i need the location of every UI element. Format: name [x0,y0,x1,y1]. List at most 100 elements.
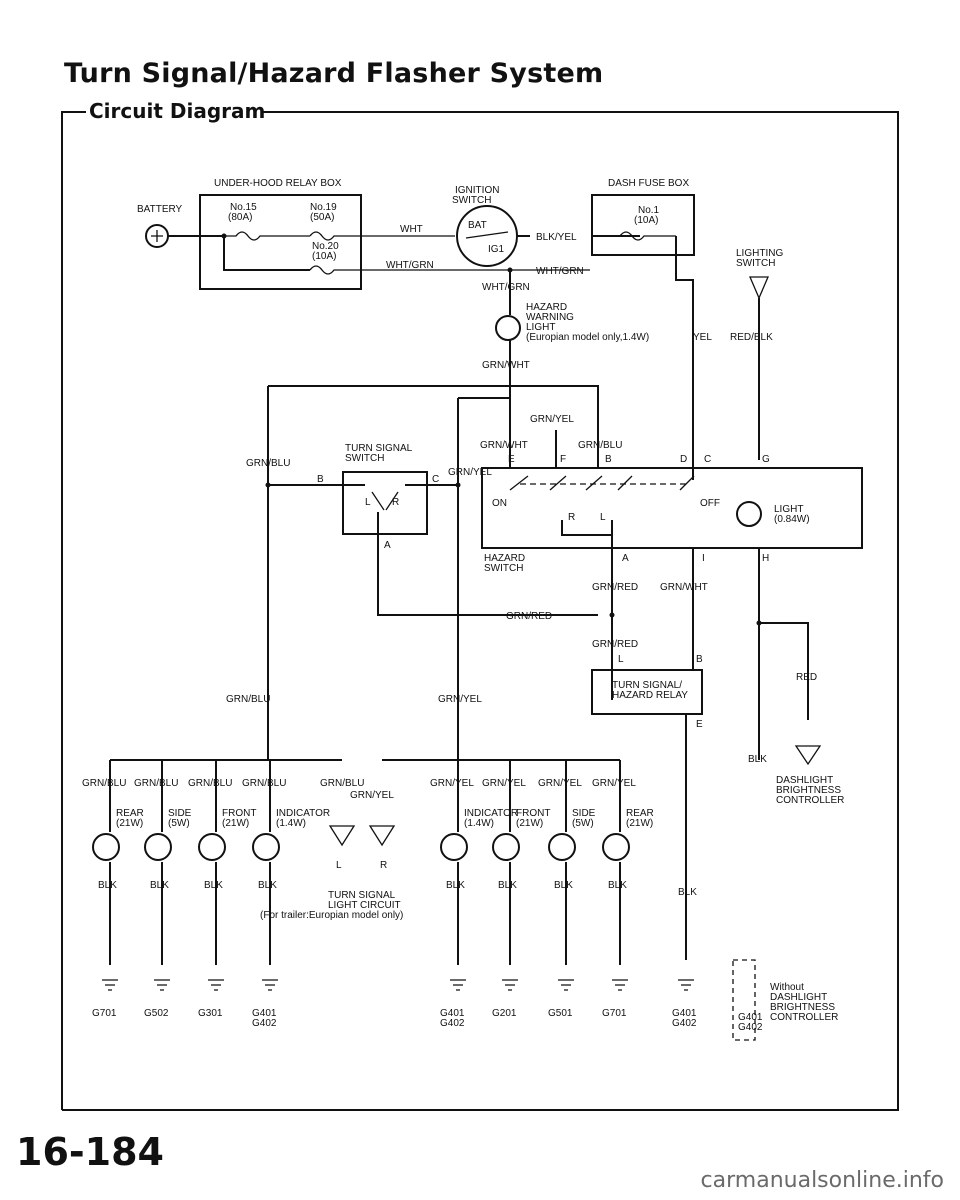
hazard-light-label-1: HAZARD [526,302,567,313]
without-label-3: BRIGHTNESS [770,1002,835,1013]
ign-bat-terminal: BAT [468,220,487,231]
wire-label-wht: WHT [400,224,423,235]
hz-terminal-c: C [704,454,711,465]
lamp-ground-wire-label: BLK [498,880,517,891]
lamp-ground-wire-label: BLK [258,880,277,891]
ts-terminal-l: L [365,497,371,508]
trailer-label-2: LIGHT CIRCUIT [328,900,401,911]
trailer-terminal-r: R [380,860,387,871]
without-ground-1: G401 [738,1012,763,1023]
page-number: 16-184 [16,1130,164,1174]
wire-label-grn-blu-3: GRN/BLU [226,694,270,705]
ignition-switch-label: IGNITION [455,185,499,196]
hazard-light-label-3: LIGHT [526,322,555,333]
ground-label: G401 [252,1008,277,1019]
lamp-wire-label: GRN/YEL [430,778,474,789]
lamp-wire-label: GRN/YEL [482,778,526,789]
wire-label-grn-red: GRN/RED [592,582,638,593]
hazard-switch-label-2: SWITCH [484,563,523,574]
ground-label: G401 [440,1008,465,1019]
wire-label-wht-grn-2: WHT/GRN [536,266,584,277]
trailer-left-symbol [328,825,356,847]
without-label-2: DASHLIGHT [770,992,827,1003]
lamp-ground-wire-label: BLK [150,880,169,891]
wire-label-red-blk: RED/BLK [730,332,773,343]
lamp-wire-label: GRN/BLU [134,778,178,789]
relay-terminal-e: E [696,719,703,730]
fuse-19-label: No.19 [310,202,337,213]
lamp-symbol [440,833,468,861]
ground-label: G501 [548,1008,573,1019]
ts-terminal-r: R [392,497,399,508]
fuse-20-rating: (10A) [312,251,336,262]
lighting-switch-label-2: SWITCH [736,258,775,269]
battery-label: BATTERY [137,204,183,215]
lamp-symbol [198,833,226,861]
lamp-symbol [548,833,576,861]
ground-label: G701 [92,1008,117,1019]
turn-signal-switch-box [342,471,428,535]
trailer-right-symbol [368,825,396,847]
wire-label-grn-yel-2: GRN/YEL [530,414,574,425]
ignition-switch-label-2: SWITCH [452,195,491,206]
lamp-rating: (21W) [626,818,653,829]
dash-fuse-box [591,194,695,256]
ground-symbol [502,979,518,991]
wire-label-grn-wht-3: GRN/WHT [660,582,708,593]
lamp-rating: (1.4W) [464,818,494,829]
relay-ground-symbol [678,979,694,991]
hazard-switch-box [481,467,863,549]
lamp-wire-label: GRN/YEL [538,778,582,789]
lamp-rating: (1.4W) [276,818,306,829]
light-label: LIGHT [774,504,803,515]
section-subtitle: Circuit Diagram [86,99,269,123]
hz-terminal-r: R [568,512,575,523]
wire-label-wht-grn: WHT/GRN [386,260,434,271]
lamp-wire-label: GRN/BLU [242,778,286,789]
light-rating: (0.84W) [774,514,810,525]
fuse-19-symbol [309,231,455,241]
lamp-symbol [92,833,120,861]
ground-symbol [154,979,170,991]
ground-symbol [558,979,574,991]
ground-symbol [450,979,466,991]
fuse-15-rating: (80A) [228,212,252,223]
hazard-warning-light-symbol [495,315,521,341]
lamp-rating: (21W) [222,818,249,829]
lamp-ground-wire-label: BLK [554,880,573,891]
without-controller-box [732,959,756,1041]
lamp-rating: (5W) [572,818,594,829]
wire-label-blk-yel: BLK/YEL [536,232,577,243]
lamp-name: SIDE [168,808,192,819]
ground-symbol [208,979,224,991]
ground-label-2: G402 [440,1018,465,1029]
diagram-frame [61,111,899,1111]
hz-terminal-a: A [622,553,629,564]
lamp-ground-wire-label: BLK [608,880,627,891]
hazard-light-label-2: WARNING [526,312,574,323]
lamp-name: INDICATOR [276,808,330,819]
wire-label-grn-yel-3: GRN/YEL [438,694,482,705]
wire-label-blk-dimmer: BLK [748,754,767,765]
wire-label-grn-wht-2: GRN/WHT [480,440,528,451]
lamp-ground-wire-label: BLK [204,880,223,891]
dimmer-label-2: BRIGHTNESS [776,785,841,796]
relay-terminal-b: B [696,654,703,665]
hz-terminal-i: I [702,553,705,564]
dimmer-symbol [794,745,822,766]
wire-label-grn-blu: GRN/BLU [246,458,290,469]
dash-fuse-box-label: DASH FUSE BOX [608,178,689,189]
ts-terminal-c: C [432,474,439,485]
wire-label-grn-red-3: GRN/RED [592,639,638,650]
lamp-rating: (21W) [516,818,543,829]
turn-signal-switch-label: TURN SIGNAL [345,443,413,454]
wire-label-grn-red-2: GRN/RED [506,611,552,622]
relay-label-2: HAZARD RELAY [612,690,688,701]
without-ground-2: G402 [738,1022,763,1033]
lamp-name: FRONT [222,808,256,819]
ground-label: G502 [144,1008,169,1019]
without-label-4: CONTROLLER [770,1012,838,1023]
under-hood-relay-box [199,194,362,290]
hz-terminal-f: F [560,454,566,465]
